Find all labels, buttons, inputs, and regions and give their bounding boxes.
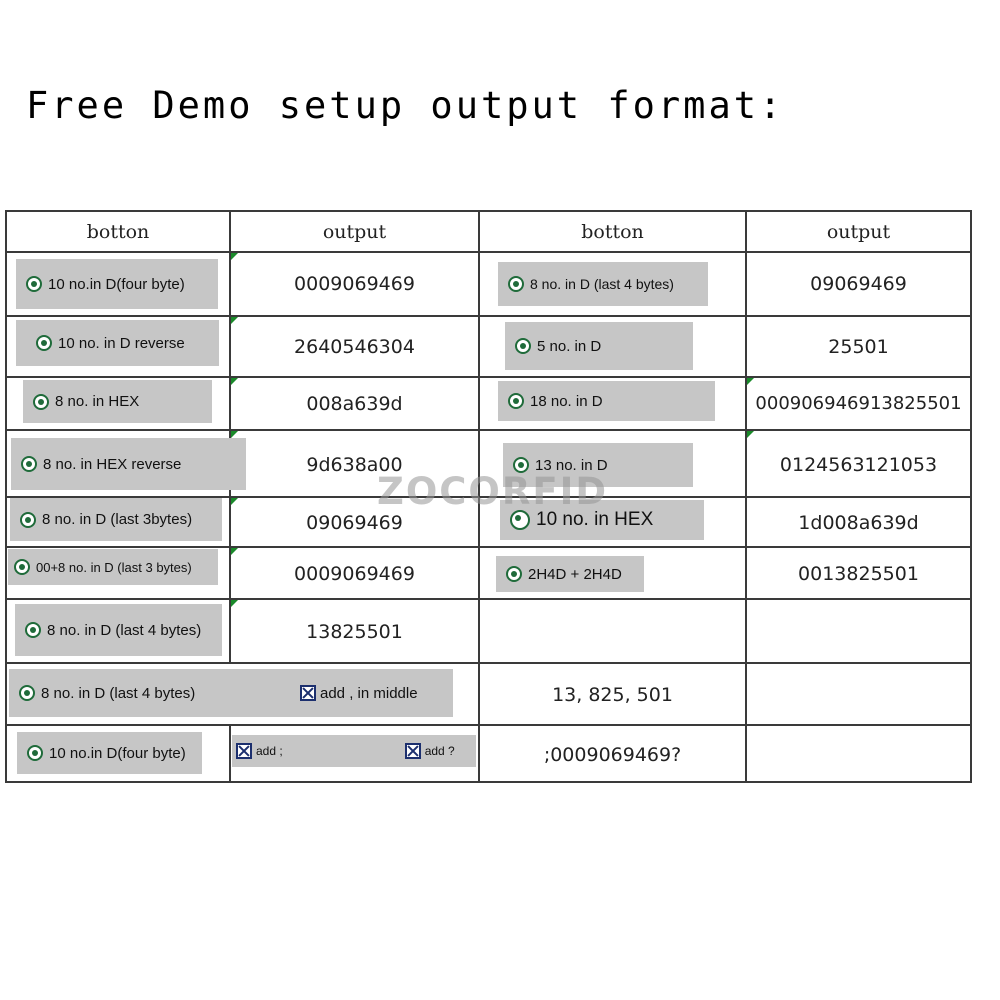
radio-option[interactable]: 10 no. in HEX bbox=[500, 500, 704, 540]
radio-option[interactable]: 18 no. in D bbox=[498, 381, 715, 421]
radio-option[interactable]: 8 no. in D (last 4 bytes) bbox=[498, 262, 708, 306]
header-output-2: output bbox=[826, 221, 891, 243]
checkbox-label: add ; bbox=[256, 744, 283, 758]
checkbox-checked-icon bbox=[300, 685, 316, 701]
output-value: 09069469 bbox=[306, 512, 403, 534]
radio-option[interactable]: 8 no. in D (last 3bytes) bbox=[10, 498, 222, 541]
checkbox-label: add , in middle bbox=[320, 684, 418, 702]
option-label: 10 no.in D(four byte) bbox=[48, 275, 185, 293]
checkbox-checked-icon bbox=[404, 743, 421, 759]
option-label: 10 no. in D reverse bbox=[58, 334, 185, 352]
radio-selected-icon bbox=[25, 622, 41, 638]
radio-selected-icon bbox=[14, 559, 30, 575]
radio-selected-icon bbox=[33, 393, 49, 410]
option-label: 8 no. in D (last 4 bytes) bbox=[530, 276, 674, 292]
option-label: 8 no. in D (last 4 bytes) bbox=[41, 684, 196, 702]
output-value: 008a639d bbox=[306, 393, 403, 415]
radio-option[interactable]: 13 no. in D bbox=[503, 443, 693, 487]
output-value: 9d638a00 bbox=[306, 454, 403, 476]
header-botton-1: botton bbox=[86, 221, 150, 243]
option-label: 10 no.in D(four byte) bbox=[49, 744, 186, 762]
radio-option[interactable]: 8 no. in D (last 4 bytes) bbox=[15, 604, 222, 656]
radio-option[interactable]: 2H4D + 2H4D bbox=[496, 556, 644, 592]
checkbox-label: add ? bbox=[424, 744, 455, 758]
output-value: ;0009069469? bbox=[543, 744, 682, 766]
radio-option[interactable]: 00+8 no. in D (last 3 bytes) bbox=[8, 549, 218, 585]
option-label: 5 no. in D bbox=[537, 337, 602, 355]
option-label: 8 no. in HEX bbox=[55, 393, 140, 410]
option-label: 00+8 no. in D (last 3 bytes) bbox=[36, 559, 192, 575]
radio-option[interactable]: 5 no. in D bbox=[505, 322, 693, 370]
option-label: 8 no. in HEX reverse bbox=[43, 455, 182, 473]
radio-selected-icon bbox=[515, 338, 531, 354]
checkbox-add-question[interactable]: add ? bbox=[404, 743, 455, 759]
radio-selected-icon bbox=[19, 685, 35, 701]
output-value: 0013825501 bbox=[798, 563, 919, 585]
option-label: 8 no. in D (last 3bytes) bbox=[42, 511, 193, 528]
checkbox-group: add ; add ? bbox=[232, 735, 476, 767]
output-value: 000906946913825501 bbox=[755, 393, 962, 414]
output-value: 1d008a639d bbox=[798, 512, 919, 534]
page-title: Free Demo setup output format: bbox=[26, 84, 785, 127]
header-botton-2: botton bbox=[581, 221, 644, 243]
radio-option[interactable]: 10 no.in D(four byte) bbox=[16, 259, 218, 309]
radio-selected-icon bbox=[26, 276, 42, 292]
radio-selected-icon bbox=[506, 566, 522, 582]
option-label: 2H4D + 2H4D bbox=[528, 565, 622, 583]
radio-selected-icon bbox=[36, 335, 52, 351]
output-value: 25501 bbox=[828, 336, 889, 358]
output-value: 2640546304 bbox=[294, 336, 415, 358]
radio-option[interactable]: 10 no.in D(four byte) bbox=[17, 732, 202, 774]
option-label: 10 no. in HEX bbox=[536, 509, 654, 530]
radio-option[interactable]: 10 no. in D reverse bbox=[16, 320, 219, 366]
output-value: 0009069469 bbox=[294, 273, 415, 295]
radio-selected-icon bbox=[27, 745, 43, 761]
radio-option[interactable]: 8 no. in HEX bbox=[23, 380, 212, 423]
checkbox-add-semicolon[interactable]: add ; bbox=[236, 743, 283, 759]
radio-selected-icon bbox=[508, 276, 524, 292]
watermark: ZOCORFID bbox=[377, 470, 609, 513]
output-value: 0009069469 bbox=[294, 563, 415, 585]
option-label: 18 no. in D bbox=[530, 392, 603, 410]
option-label: 8 no. in D (last 4 bytes) bbox=[47, 621, 202, 639]
radio-selected-icon bbox=[20, 511, 36, 528]
radio-selected-icon bbox=[510, 510, 530, 530]
output-value: 0124563121053 bbox=[779, 454, 938, 476]
radio-selected-icon bbox=[21, 456, 37, 472]
radio-option[interactable]: 8 no. in D (last 4 bytes) bbox=[9, 669, 453, 717]
option-label: 13 no. in D bbox=[535, 456, 608, 474]
header-output-1: output bbox=[322, 221, 387, 243]
checkbox-add-middle[interactable]: add , in middle bbox=[300, 680, 440, 706]
radio-selected-icon bbox=[513, 457, 529, 473]
output-value: 13, 825, 501 bbox=[552, 684, 673, 706]
output-value: 09069469 bbox=[810, 273, 907, 295]
checkbox-checked-icon bbox=[236, 743, 252, 759]
output-value: 13825501 bbox=[306, 621, 403, 643]
radio-selected-icon bbox=[508, 393, 524, 409]
radio-option[interactable]: 8 no. in HEX reverse bbox=[11, 438, 246, 490]
